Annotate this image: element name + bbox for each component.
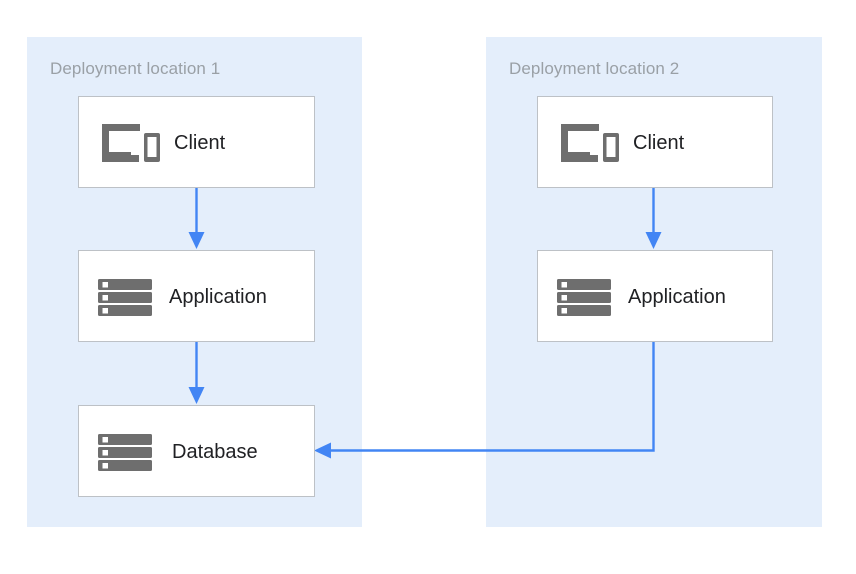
node-client-1-label: Client [174, 132, 226, 154]
node-application-2[interactable]: Application [537, 250, 773, 342]
deployment-zone-2-label: Deployment location 2 [509, 59, 680, 78]
server-stack-icon [557, 279, 611, 316]
client-devices-icon [102, 124, 160, 162]
server-stack-icon [98, 434, 152, 471]
client-devices-icon [561, 124, 619, 162]
node-database-1-label: Database [172, 441, 258, 463]
node-client-2[interactable]: Client [537, 96, 773, 188]
node-application-1-label: Application [169, 286, 267, 308]
server-stack-icon [98, 279, 152, 316]
deployment-zone-1-label: Deployment location 1 [50, 59, 221, 78]
node-application-1[interactable]: Application [78, 250, 315, 342]
node-client-2-label: Client [633, 132, 685, 154]
node-database-1[interactable]: Database [78, 405, 315, 497]
node-client-1[interactable]: Client [78, 96, 315, 188]
node-application-2-label: Application [628, 286, 726, 308]
